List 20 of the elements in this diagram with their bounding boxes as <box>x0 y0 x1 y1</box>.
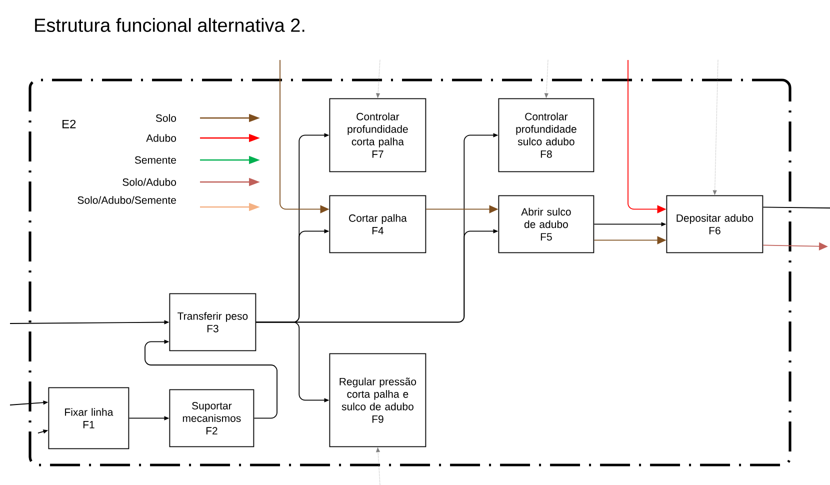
legend-label: Solo <box>156 114 176 122</box>
arrow <box>544 60 548 98</box>
legend-label: Adubo <box>146 134 176 142</box>
function-box: Abrir sulco de adubo F5 <box>498 195 594 254</box>
legend-label: Solo/Adubo/Semente <box>78 196 176 204</box>
arrow <box>376 448 380 485</box>
function-box: Fixar linha F1 <box>48 387 130 450</box>
function-box: Cortar palha F4 <box>329 195 426 254</box>
arrow <box>144 340 278 419</box>
function-box: Regular pressão corta palha e sulco de adubo F9 <box>329 353 426 448</box>
arrow <box>376 60 380 98</box>
arrow <box>712 60 718 195</box>
function-box: Depositar adubo F6 <box>666 195 764 254</box>
legend-label: Semente <box>134 156 176 164</box>
function-box: Transferir peso F3 <box>169 293 256 352</box>
title: Estrutura funcional alternativa 2. <box>35 18 304 32</box>
function-box: Suportar mecanismos F2 <box>169 389 254 448</box>
legend-label: Solo/Adubo <box>122 178 176 186</box>
function-box: Controlar profundidade corta palha F7 <box>329 98 426 172</box>
function-box: Controlar profundidade sulco adubo F8 <box>498 98 594 172</box>
